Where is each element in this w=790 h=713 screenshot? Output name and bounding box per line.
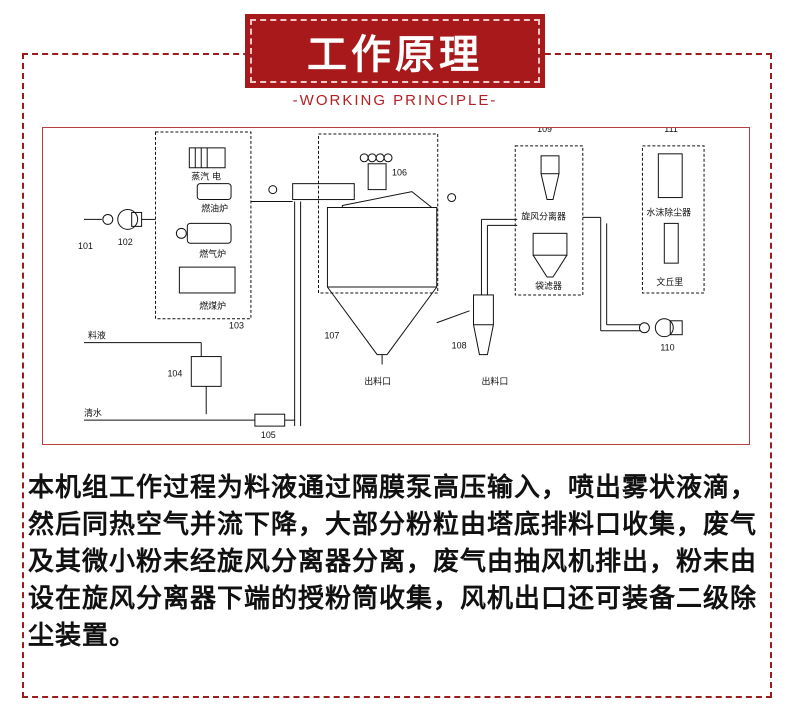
label-104: 104 bbox=[167, 368, 182, 378]
feed-system-104-105: 料液 104 清水 105 bbox=[84, 330, 295, 440]
subtitle-dash-left: - bbox=[292, 92, 300, 109]
description-text: 本机组工作过程为料液通过隔膜泵高压输入，喷出雾状液滴，然后同热空气并流下降，大部… bbox=[28, 473, 758, 651]
label-clean-water: 清水 bbox=[84, 407, 102, 419]
subtitle: -WORKING PRINCIPLE- bbox=[0, 92, 790, 109]
label-106: 106 bbox=[392, 168, 407, 178]
label-bag-filter: 袋滤器 bbox=[535, 280, 562, 292]
label-108: 108 bbox=[452, 341, 467, 351]
label-103: 103 bbox=[229, 321, 244, 331]
drying-tower-107: 106 107 出料口 bbox=[317, 133, 457, 387]
hot-air-duct bbox=[250, 183, 355, 427]
dust-removal-111: 111 水沫除尘器 文丘里 bbox=[641, 128, 705, 294]
label-oil-furnace: 燃油炉 bbox=[201, 202, 228, 214]
label-107: 107 bbox=[324, 331, 339, 341]
label-outlet-cyclone: 出料口 bbox=[481, 375, 508, 387]
label-110: 110 bbox=[660, 343, 674, 353]
subtitle-dash-right: - bbox=[490, 92, 498, 109]
label-feed-liquid: 料液 bbox=[88, 330, 106, 342]
separator-group-109: 109 旋风分离器 袋滤器 bbox=[514, 128, 641, 332]
page-title: 工作原理 bbox=[250, 19, 540, 83]
process-diagram: 101 102 蒸汽 电 燃油炉 燃气炉 燃煤炉 103 bbox=[42, 127, 750, 445]
label-venturi: 文丘里 bbox=[656, 276, 683, 288]
label-water-film-dust: 水沫除尘器 bbox=[646, 206, 691, 218]
heater-group-103: 蒸汽 电 燃油炉 燃气炉 燃煤炉 103 bbox=[155, 131, 252, 331]
label-102: 102 bbox=[118, 237, 133, 247]
label-coal-furnace: 燃煤炉 bbox=[199, 300, 226, 312]
label-109: 109 bbox=[537, 128, 552, 134]
title-banner: 工作原理 bbox=[245, 14, 545, 88]
fan-unit-101-102: 101 102 bbox=[78, 208, 156, 251]
cyclone-108: 108 出料口 bbox=[436, 218, 518, 387]
label-105: 105 bbox=[261, 430, 276, 440]
exhaust-fan-110: 110 bbox=[638, 318, 683, 353]
label-101: 101 bbox=[78, 241, 93, 251]
label-outlet-tower: 出料口 bbox=[364, 375, 391, 387]
process-diagram-svg: 101 102 蒸汽 电 燃油炉 燃气炉 燃煤炉 103 bbox=[78, 128, 705, 440]
label-111: 111 bbox=[664, 128, 678, 134]
subtitle-text: WORKING PRINCIPLE bbox=[299, 92, 491, 109]
label-gas-furnace: 燃气炉 bbox=[199, 248, 226, 260]
label-steam-electric: 蒸汽 电 bbox=[191, 171, 221, 183]
label-cyclone-separator: 旋风分离器 bbox=[521, 210, 566, 222]
